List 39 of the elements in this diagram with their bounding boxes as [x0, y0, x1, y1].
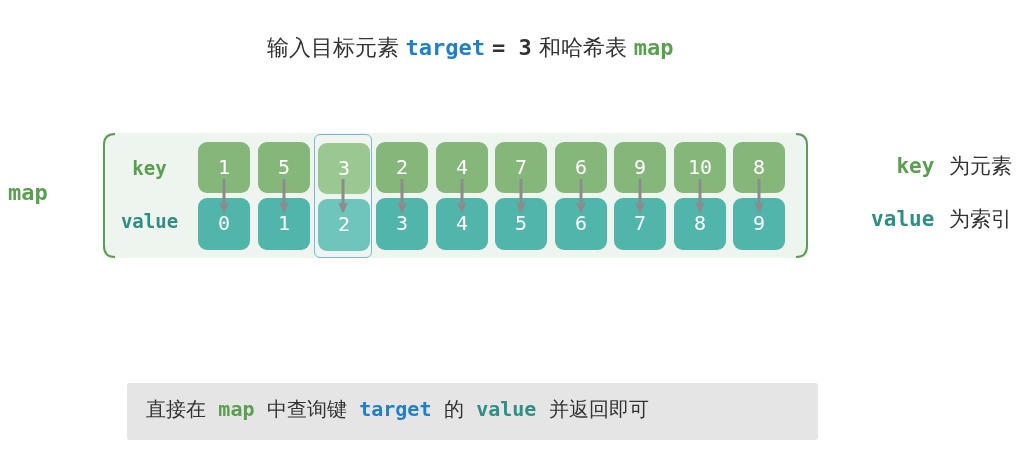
title: 输入目标元素 target = 3 和哈希表 map: [265, 34, 675, 62]
key-cell: 8: [733, 142, 785, 193]
arrow: [219, 179, 229, 213]
value-cell: 2: [318, 199, 370, 251]
value-cell: 3: [376, 198, 428, 250]
key-cell: 4: [436, 142, 488, 193]
value-cell: 1: [258, 198, 310, 250]
arrow: [457, 179, 467, 213]
key-cell: 9: [614, 142, 666, 193]
key-cell: 1: [198, 142, 250, 193]
legend-note: value 为索引: [871, 206, 1012, 233]
value-cell: 9: [733, 198, 785, 250]
arrow: [279, 179, 289, 213]
value-cell: 5: [495, 198, 547, 250]
caption-bar: 直接在 map 中查询键 target 的 value 并返回即可: [127, 383, 818, 440]
arrow: [516, 179, 526, 213]
value-cell: 0: [198, 198, 250, 250]
key-cell: 6: [555, 142, 607, 193]
highlight-frame: [314, 134, 372, 258]
key-cell: 10: [674, 142, 726, 193]
key-cell: 2: [376, 142, 428, 193]
arrow: [576, 179, 586, 213]
value-cell: 8: [674, 198, 726, 250]
arrow: [635, 179, 645, 213]
map-label: map: [8, 180, 48, 205]
arrow: [397, 179, 407, 213]
value-cell: 4: [436, 198, 488, 250]
key-cell: 5: [258, 142, 310, 193]
value-cell: 6: [555, 198, 607, 250]
row-label: key: [131, 157, 168, 179]
key-cell: 3: [318, 143, 370, 194]
row-label: value: [119, 210, 180, 232]
arrow: [695, 179, 705, 213]
legend-note: key 为元素: [896, 153, 1012, 180]
arrow: [338, 179, 348, 213]
arrow: [754, 179, 764, 213]
map-panel: [103, 133, 808, 258]
key-cell: 7: [495, 142, 547, 193]
value-cell: 7: [614, 198, 666, 250]
